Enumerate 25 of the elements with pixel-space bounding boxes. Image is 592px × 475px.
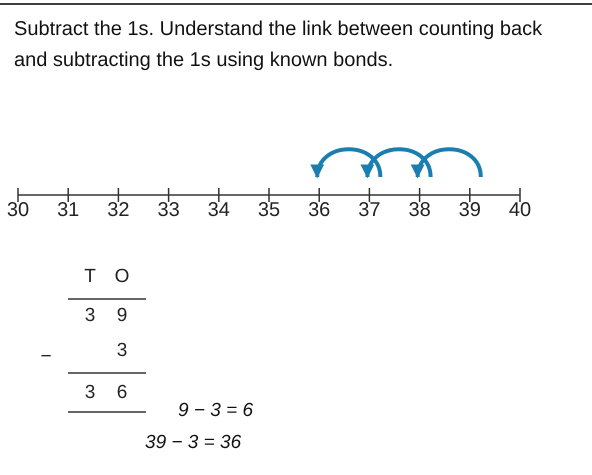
column-heading: O — [114, 266, 130, 288]
number-label: 30 — [0, 176, 38, 220]
digit: 3 — [116, 340, 128, 362]
equation-text: 39 − 3 = 36 — [145, 432, 242, 454]
digit: 3 — [84, 305, 96, 327]
jump-arrow — [362, 147, 433, 178]
title-text: Subtract the 1s. Understand the link between counting back and subtracting the 1s using known bonds. — [14, 17, 544, 73]
number-label: 31 — [48, 176, 88, 220]
jump-arrow — [412, 147, 483, 178]
jump-arrow — [312, 147, 382, 178]
number-label: 34 — [198, 176, 239, 220]
number-label: 39 — [450, 176, 490, 220]
number-label: 37 — [349, 176, 390, 220]
number-label: 35 — [249, 176, 289, 220]
number-label: 40 — [500, 176, 540, 220]
equation-text: 9 − 3 = 6 — [178, 400, 254, 422]
number-label: 32 — [98, 176, 138, 220]
digit: 9 — [116, 305, 128, 327]
column-heading: T — [83, 266, 97, 288]
digit: 6 — [116, 382, 128, 404]
minus-sign: − — [39, 346, 53, 368]
number-label: 36 — [299, 176, 340, 220]
digit: 3 — [84, 382, 96, 404]
number-label: 38 — [400, 176, 440, 220]
number-label: 33 — [148, 176, 189, 220]
